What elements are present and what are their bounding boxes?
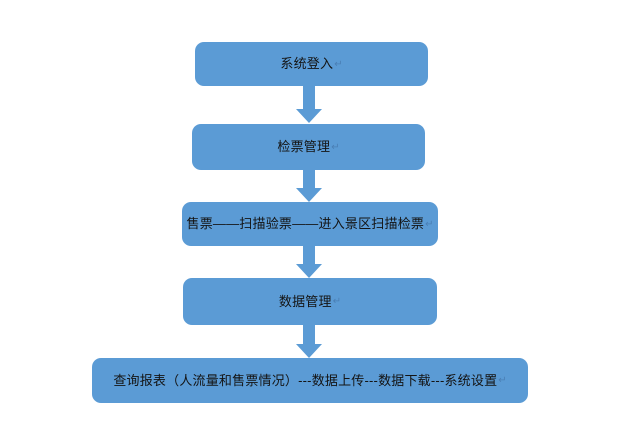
flow-node-label: 检票管理: [277, 139, 331, 155]
flow-node-ticket-sales-scan-verify[interactable]: 售票——扫描验票——进入景区扫描检票↵: [182, 202, 438, 246]
flow-node-label: 数据管理: [278, 293, 332, 309]
flow-node-label: 查询报表（人流量和售票情况）---数据上传---数据下载---系统设置: [113, 372, 498, 388]
down-arrow-connector: [296, 85, 322, 123]
paragraph-mark-icon: ↵: [332, 296, 342, 307]
down-arrow-connector: [296, 324, 322, 358]
paragraph-mark-icon: ↵: [331, 141, 340, 153]
flow-node-label: 售票——扫描验票——进入景区扫描检票: [186, 216, 425, 232]
down-arrow-connector: [296, 245, 322, 278]
flow-node-system-login[interactable]: 系统登入↵: [195, 42, 428, 86]
flow-node-data-management[interactable]: 数据管理↵: [183, 278, 437, 325]
paragraph-mark-icon: ↵: [334, 58, 343, 70]
down-arrow-connector: [296, 169, 322, 202]
paragraph-mark-icon: ↵: [425, 218, 434, 230]
flow-node-ticket-inspection-management[interactable]: 检票管理↵: [192, 124, 425, 170]
flow-node-label: 系统登入: [280, 56, 334, 72]
flow-node-reports-upload-download-settings[interactable]: 查询报表（人流量和售票情况）---数据上传---数据下载---系统设置↵: [92, 358, 528, 403]
paragraph-mark-icon: ↵: [498, 375, 507, 386]
